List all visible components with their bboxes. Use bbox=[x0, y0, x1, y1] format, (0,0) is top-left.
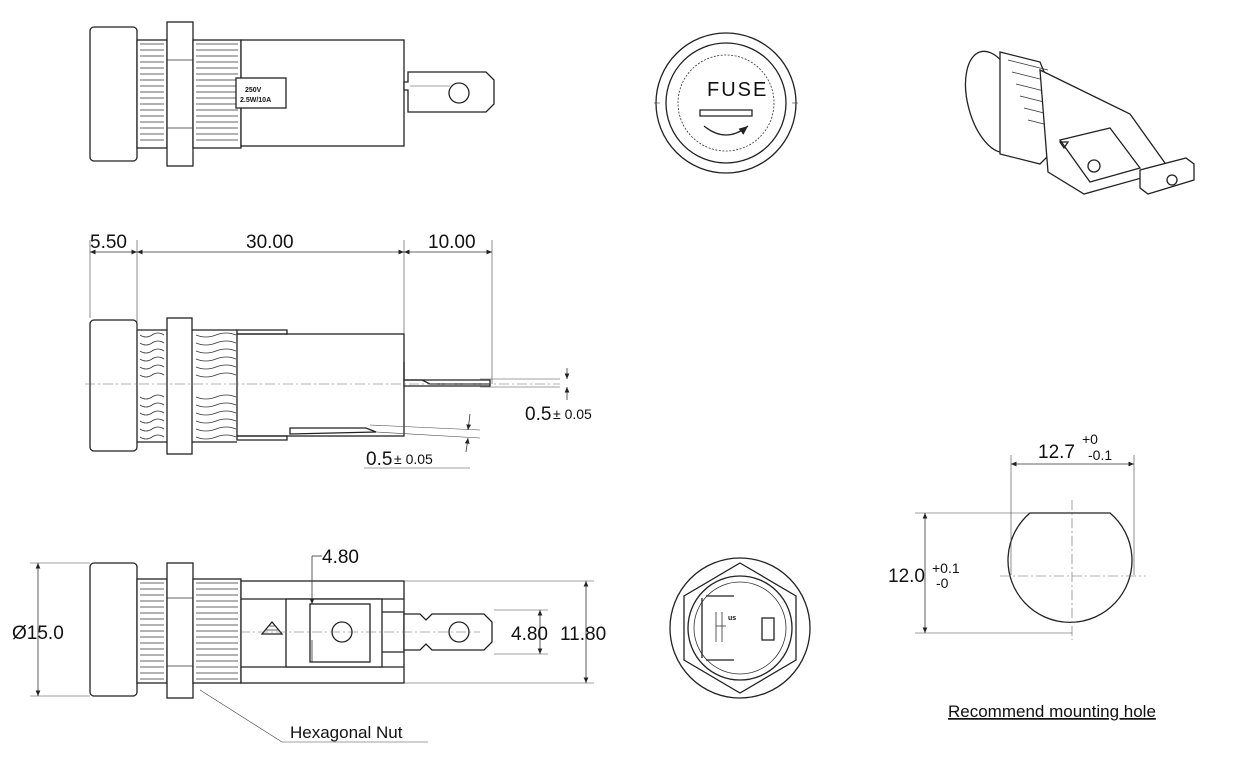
fuse-hex-back-view: us bbox=[669, 557, 811, 699]
isometric-view bbox=[964, 50, 1195, 195]
dim-tol-pm-2: ± 0.05 bbox=[394, 451, 433, 467]
middle-section-view: 0.5 ± 0.05 0.5 ± 0.05 bbox=[85, 317, 592, 470]
hole-height: 12.0 bbox=[888, 566, 925, 587]
top-side-view: 250V 2.5W/10A bbox=[89, 21, 495, 167]
bottom-dimensions: Ø15.0 11.80 4.80 4.80 Hexagonal Nut bbox=[12, 547, 606, 743]
fuse-cap-label: FUSE bbox=[707, 79, 768, 101]
hole-width-plus: +0 bbox=[1082, 431, 1098, 447]
length-dimensions: 5.50 30.00 10.00 bbox=[89, 232, 493, 384]
dim-a: 5.50 bbox=[90, 232, 127, 253]
dim-tol-value-2: 0.5 bbox=[366, 449, 392, 470]
hole-height-plus: +0.1 bbox=[932, 560, 960, 576]
rating-power: 2.5W/10A bbox=[240, 97, 271, 104]
svg-text:us: us bbox=[728, 615, 736, 622]
ul-mark-icon bbox=[260, 620, 284, 635]
thread-lines-1 bbox=[140, 43, 238, 141]
dim-b: 30.00 bbox=[246, 232, 294, 253]
label-hexagonal-nut: Hexagonal Nut bbox=[290, 723, 403, 742]
dim-tol-value-1: 0.5 bbox=[525, 404, 551, 425]
hole-height-minus: -0 bbox=[936, 575, 949, 591]
fuse-cap-front-view: FUSE bbox=[654, 32, 798, 174]
dim-c: 10.00 bbox=[428, 232, 476, 253]
dim-diameter: Ø15.0 bbox=[12, 623, 64, 644]
rating-voltage: 250V bbox=[245, 87, 262, 94]
dim-terminal-width: 4.80 bbox=[511, 624, 548, 645]
label-mounting-hole: Recommend mounting hole bbox=[948, 702, 1156, 721]
dim-height: 11.80 bbox=[560, 624, 606, 645]
dim-tol-pm-1: ± 0.05 bbox=[553, 406, 592, 422]
hole-width: 12.7 bbox=[1038, 442, 1075, 463]
mounting-hole: 12.7 +0 -0.1 12.0 +0.1 -0 Recommend moun… bbox=[888, 431, 1156, 721]
bottom-view bbox=[89, 562, 493, 699]
hole-width-minus: -0.1 bbox=[1088, 447, 1112, 463]
dim-terminal-top: 4.80 bbox=[322, 547, 359, 568]
